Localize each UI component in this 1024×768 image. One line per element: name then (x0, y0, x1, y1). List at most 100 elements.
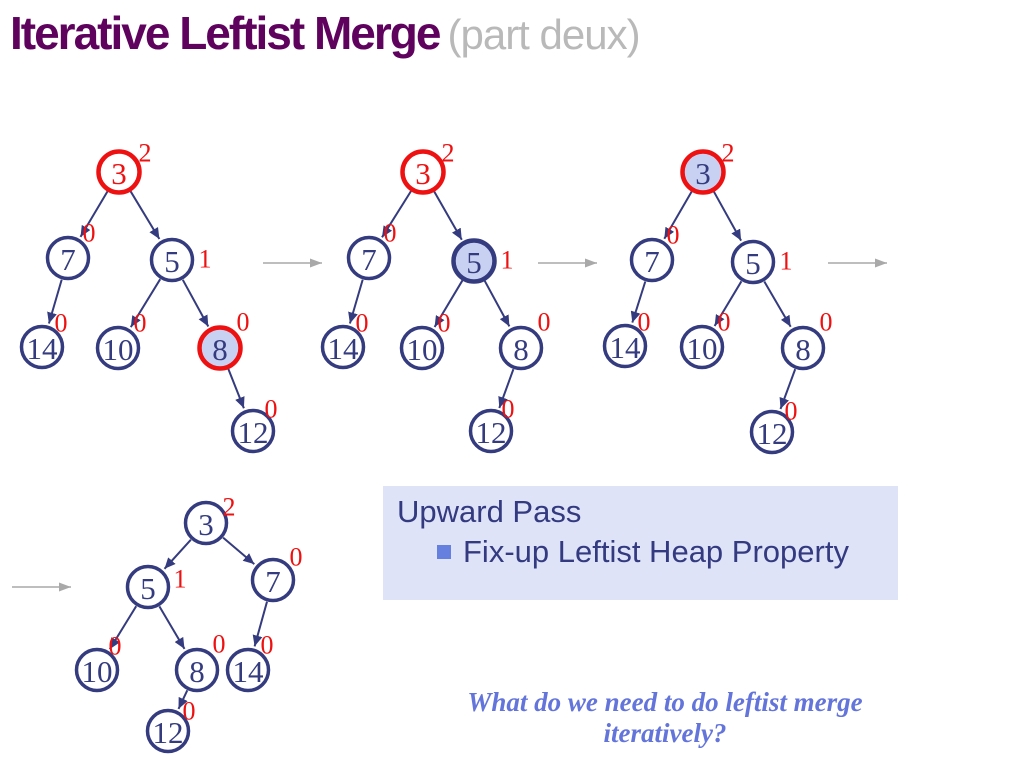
node-rank-label: 0 (134, 309, 147, 338)
node-3: 32 (680, 139, 735, 195)
node-circle (96, 149, 142, 195)
node-rank-label: 0 (538, 308, 551, 337)
node-rank-label: 0 (667, 221, 680, 250)
node-value: 3 (695, 156, 711, 191)
node-rank-label: 1 (501, 246, 514, 275)
tree-edge (108, 605, 138, 650)
node-circle (468, 408, 514, 454)
node-10: 100 (95, 309, 147, 371)
tree-edge (177, 689, 189, 710)
tree-edge (227, 368, 245, 409)
page-title: Iterative Leftist Merge(part deux) (10, 6, 641, 60)
node-value: 12 (153, 715, 184, 750)
node-value: 14 (233, 654, 265, 689)
node-7: 70 (45, 219, 96, 281)
node-rank-label: 2 (722, 139, 735, 168)
node-value: 8 (795, 332, 811, 367)
node-rank-label: 1 (174, 565, 187, 594)
question-text: What do we need to do leftist merge iter… (467, 687, 863, 748)
node-value: 8 (513, 332, 529, 367)
node-circle (19, 324, 65, 370)
node-8: 80 (174, 630, 226, 693)
node-circle (197, 325, 243, 371)
node-circle (730, 239, 776, 285)
node-circle (145, 708, 191, 754)
tree-edge (713, 280, 743, 327)
node-circle (602, 323, 648, 369)
tree-edge (381, 190, 412, 238)
callout-heading: Upward Pass (397, 494, 582, 529)
node-rank-label: 0 (83, 219, 96, 248)
node-circle (149, 237, 195, 283)
node-value: 7 (265, 564, 281, 599)
tree-edge (47, 279, 63, 324)
node-rank-label: 0 (183, 697, 196, 726)
node-value: 5 (140, 571, 156, 606)
node-value: 3 (415, 156, 431, 191)
node-7: 70 (346, 219, 397, 281)
node-value: 10 (103, 332, 134, 367)
node-circle (679, 324, 725, 370)
node-value: 10 (687, 331, 718, 366)
node-12: 120 (230, 395, 278, 454)
node-14: 140 (19, 309, 68, 370)
node-rank-label: 0 (55, 309, 68, 338)
node-rank-label: 0 (638, 308, 651, 337)
node-rank-label: 0 (265, 395, 278, 424)
node-value: 10 (407, 332, 438, 367)
node-value: 8 (212, 332, 228, 367)
node-circle (45, 235, 91, 281)
node-rank-label: 0 (384, 219, 397, 248)
node-value: 5 (164, 244, 180, 279)
tree-edge (779, 368, 797, 410)
node-circle (629, 237, 675, 283)
tree-edge (763, 280, 792, 328)
node-circle (174, 647, 220, 693)
node-circle (749, 409, 795, 455)
node-value: 5 (466, 245, 482, 280)
tree-edge (252, 601, 268, 647)
node-rank-label: 2 (442, 139, 455, 168)
node-value: 12 (476, 415, 507, 450)
node-rank-label: 0 (356, 309, 369, 338)
node-12: 120 (468, 395, 515, 454)
node-value: 3 (198, 507, 214, 542)
node-rank-label: 0 (718, 308, 731, 337)
node-7: 70 (629, 221, 680, 283)
tree-edge (158, 605, 186, 650)
node-8: 80 (197, 308, 250, 371)
node-circle (225, 647, 271, 693)
node-circle (95, 325, 141, 371)
tree-edge (483, 280, 511, 327)
node-rank-label: 1 (780, 247, 793, 276)
node-7: 70 (250, 543, 303, 603)
tree-edge (129, 278, 162, 328)
upward-pass-callout: Upward Pass Fix-up Leftist Heap Property (383, 486, 898, 600)
tree-edge (663, 190, 693, 240)
node-14: 140 (602, 308, 651, 369)
node-circle (320, 324, 366, 370)
node-value: 12 (238, 415, 269, 450)
node-circle (780, 325, 826, 371)
node-3: 32 (400, 139, 455, 195)
node-8: 80 (780, 308, 833, 371)
node-rank-label: 0 (785, 397, 798, 426)
node-circle (125, 564, 171, 610)
title-suffix: (part deux) (447, 11, 640, 58)
node-circle (250, 557, 296, 603)
callout-bullet-row: Fix-up Leftist Heap Property (437, 534, 898, 569)
node-circle (399, 325, 445, 371)
node-rank-label: 0 (290, 543, 303, 572)
node-value: 12 (757, 416, 788, 451)
tree-edge (498, 368, 515, 409)
node-rank-label: 1 (199, 245, 212, 274)
